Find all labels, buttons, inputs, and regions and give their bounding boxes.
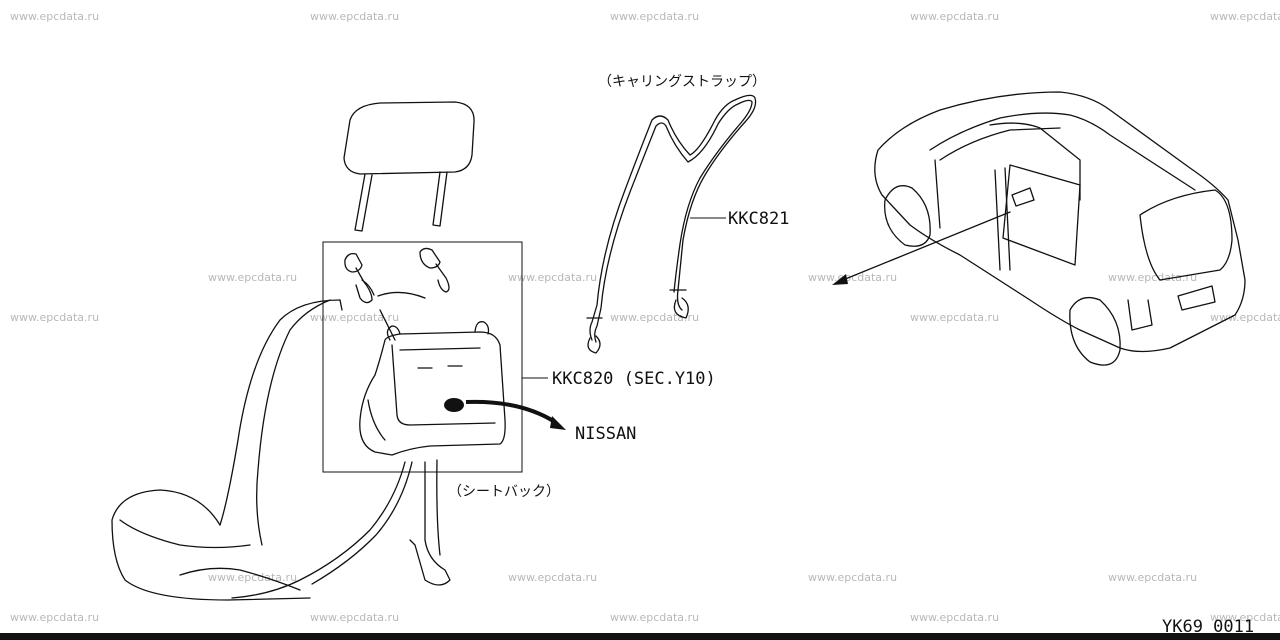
detail-frame	[322, 241, 523, 473]
watermark-text: www.epcdata.ru	[508, 271, 597, 284]
part-number-kkc821[interactable]: KKC821	[728, 209, 789, 229]
watermark-text: www.epcdata.ru	[910, 611, 999, 624]
watermark-text: www.epcdata.ru	[808, 571, 897, 584]
seat-illustration	[111, 101, 475, 601]
watermark-text: www.epcdata.ru	[208, 271, 297, 284]
watermark-text: www.epcdata.ru	[1210, 611, 1280, 624]
watermark-text: www.epcdata.ru	[1210, 10, 1280, 23]
leader-lines	[522, 217, 726, 379]
watermark-layer: www.epcdata.ru www.epcdata.ru www.epcdata.…	[10, 10, 1280, 624]
watermark-text: www.epcdata.ru	[310, 311, 399, 324]
watermark-text: www.epcdata.ru	[508, 571, 597, 584]
watermark-text: www.epcdata.ru	[1108, 571, 1197, 584]
watermark-text: www.epcdata.ru	[910, 311, 999, 324]
watermark-text: www.epcdata.ru	[808, 271, 897, 284]
nissan-label: NISSAN	[575, 424, 636, 444]
watermark-text: www.epcdata.ru	[910, 10, 999, 23]
watermark-text: www.epcdata.ru	[10, 611, 99, 624]
drawing-code: YK69 0011	[1162, 617, 1254, 637]
watermark-text: www.epcdata.ru	[10, 311, 99, 324]
watermark-text: www.epcdata.ru	[610, 10, 699, 23]
vehicle-illustration	[832, 91, 1246, 366]
carrying-strap-label: （キャリングストラップ）	[598, 74, 766, 90]
watermark-text: www.epcdata.ru	[1210, 311, 1280, 324]
watermark-text: www.epcdata.ru	[10, 10, 99, 23]
watermark-text: www.epcdata.ru	[610, 611, 699, 624]
watermark-text: www.epcdata.ru	[310, 611, 399, 624]
seat-back-label: （シートバック）	[448, 484, 560, 500]
seatback-pocket-kkc820	[339, 247, 566, 456]
part-number-kkc820[interactable]: KKC820 (SEC.Y10)	[552, 369, 716, 389]
watermark-text: www.epcdata.ru	[1108, 271, 1197, 284]
footer-bar	[0, 633, 1280, 640]
carrying-strap-kkc821	[586, 94, 757, 354]
watermark-text: www.epcdata.ru	[310, 10, 399, 23]
